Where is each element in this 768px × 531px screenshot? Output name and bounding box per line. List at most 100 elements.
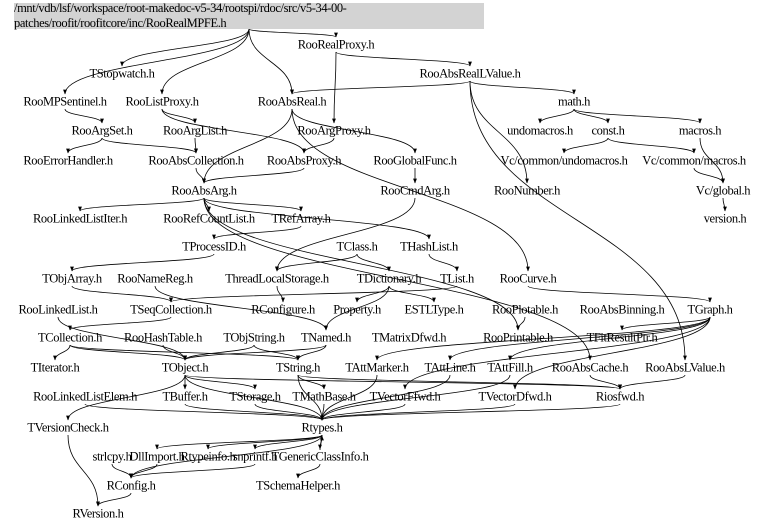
node-rtypeinfo[interactable]: Rtypeinfo.h: [180, 449, 236, 464]
node-macros[interactable]: macros.h: [678, 123, 722, 138]
root-file-node[interactable]: /mnt/vdb/lsf/workspace/root-makedoc-v5-3…: [14, 1, 484, 30]
node-roo-abs-real[interactable]: RooAbsReal.h: [257, 94, 327, 109]
edge-tnamed-to-tstring: [296, 344, 327, 361]
node-roo-abs-binning[interactable]: RooAbsBinning.h: [579, 302, 665, 317]
edge-tgeneric-class-info-to-tschema-helper: [296, 463, 321, 479]
edge-tstring-to-rtypes: [297, 374, 324, 421]
node-roo-error-handler[interactable]: RooErrorHandler.h: [23, 153, 113, 168]
node-riosfwd[interactable]: Riosfwd.h: [595, 389, 645, 404]
node-tref-array[interactable]: TRefArray.h: [271, 211, 331, 226]
node-roo-number[interactable]: RooNumber.h: [493, 183, 561, 198]
node-rconfigure[interactable]: RConfigure.h: [251, 302, 315, 317]
node-tbuffer[interactable]: TBuffer.h: [162, 389, 208, 404]
node-roo-abs-cache[interactable]: RooAbsCache.h: [551, 360, 629, 375]
edge-roo-abs-arg-to-roo-abs-cache: [203, 197, 592, 361]
node-dll-import[interactable]: DllImport.h: [129, 449, 185, 464]
node-vc-global[interactable]: Vc/global.h: [695, 183, 751, 198]
node-thash-list[interactable]: THashList.h: [400, 239, 458, 254]
node-roo-curve[interactable]: RooCurve.h: [499, 271, 557, 286]
node-tgeneric-class-info[interactable]: TGenericClassInfo.h: [271, 449, 369, 464]
node-tatt-fill[interactable]: TAttFill.h: [487, 360, 533, 375]
node-strlcpy[interactable]: strlcpy.h: [92, 449, 132, 464]
node-property[interactable]: Property.h: [333, 302, 381, 317]
node-tmath-base[interactable]: TMathBase.h: [292, 389, 356, 404]
node-roo-printable[interactable]: RooPrintable.h: [483, 330, 553, 345]
node-roo-mpsentinel[interactable]: RooMPSentinel.h: [23, 94, 107, 109]
node-titerator[interactable]: TIterator.h: [30, 360, 80, 375]
node-estltype[interactable]: ESTLType.h: [404, 302, 464, 317]
edge-root-to-tstopwatch: [120, 28, 250, 67]
edge-roo-list-proxy-to-roo-abs-proxy: [161, 108, 306, 154]
node-tclass[interactable]: TClass.h: [336, 239, 378, 254]
node-tschema-helper[interactable]: TSchemaHelper.h: [256, 478, 340, 493]
node-roo-cmd-arg[interactable]: RooCmdArg.h: [380, 183, 450, 198]
node-roo-hash-table[interactable]: RooHashTable.h: [124, 330, 202, 345]
node-roo-arg-set[interactable]: RooArgSet.h: [71, 123, 133, 138]
node-tseq-collection[interactable]: TSeqCollection.h: [130, 302, 212, 317]
edge-tvector-ffwd-to-rtypes: [320, 403, 406, 421]
node-const[interactable]: const.h: [591, 123, 625, 138]
edge-roo-arg-list-to-roo-abs-collection: [194, 137, 198, 154]
node-tdictionary[interactable]: TDictionary.h: [356, 271, 422, 286]
edge-tobject-to-riosfwd: [184, 374, 622, 390]
node-vc-undomacros[interactable]: Vc/common/undomacros.h: [500, 153, 628, 168]
edge-tcollection-to-tstring: [69, 344, 300, 361]
edge-roo-mpsentinel-to-roo-arg-set: [64, 108, 104, 124]
node-rversion[interactable]: RVersion.h: [72, 506, 124, 521]
node-roo-linked-list-elem[interactable]: RooLinkedListElem.h: [33, 389, 137, 404]
node-roo-plotable[interactable]: RooPlotable.h: [492, 302, 558, 317]
node-roo-linked-list[interactable]: RooLinkedList.h: [18, 302, 98, 317]
edge-tdictionary-to-estltype: [388, 285, 436, 303]
node-math[interactable]: math.h: [558, 94, 590, 109]
node-roo-abs-collection[interactable]: RooAbsCollection.h: [148, 153, 244, 168]
node-roo-abs-arg[interactable]: RooAbsArg.h: [171, 183, 237, 198]
node-roo-name-reg[interactable]: RooNameReg.h: [117, 271, 193, 286]
node-tfit-result-ptr[interactable]: TFitResultPtr.h: [586, 330, 658, 345]
node-tatt-marker[interactable]: TAttMarker.h: [345, 360, 409, 375]
edge-root-to-roo-real-proxy: [248, 28, 338, 38]
node-tobj-string[interactable]: TObjString.h: [223, 330, 285, 345]
node-tnamed[interactable]: TNamed.h: [301, 330, 351, 345]
node-tstorage[interactable]: TStorage.h: [229, 389, 281, 404]
node-roo-arg-proxy[interactable]: RooArgProxy.h: [297, 123, 371, 138]
edge-tobj-array-to-tseq-collection: [71, 285, 173, 303]
node-snprintf[interactable]: snprintf.h: [232, 449, 278, 464]
node-tstring[interactable]: TString.h: [276, 360, 320, 375]
edge-vc-macros-to-vc-global: [693, 167, 725, 184]
node-roo-arg-list[interactable]: RooArgList.h: [162, 123, 228, 138]
node-tobj-array[interactable]: TObjArray.h: [42, 271, 102, 286]
node-tmatrix-dfwd[interactable]: TMatrixDfwd.h: [371, 330, 447, 345]
node-tgraph[interactable]: TGraph.h: [687, 302, 733, 317]
node-tlist[interactable]: TList.h: [440, 271, 474, 286]
node-roo-linked-list-iter[interactable]: RooLinkedListIter.h: [32, 211, 128, 226]
edge-tdictionary-to-property: [355, 285, 390, 303]
edge-roo-abs-cache-to-riosfwd: [589, 374, 622, 390]
node-tprocess-id[interactable]: TProcessID.h: [182, 239, 246, 254]
node-tvector-dfwd[interactable]: TVectorDfwd.h: [478, 389, 552, 404]
node-tstopwatch[interactable]: TStopwatch.h: [89, 66, 155, 81]
node-rconfig[interactable]: RConfig.h: [106, 478, 156, 493]
node-tcollection[interactable]: TCollection.h: [38, 330, 102, 345]
edge-tatt-fill-to-rtypes: [320, 374, 511, 421]
edge-tgraph-to-tvector-ffwd: [403, 316, 711, 390]
node-roo-abs-real-lvalue[interactable]: RooAbsRealLValue.h: [419, 66, 521, 81]
node-rtypes[interactable]: Rtypes.h: [301, 420, 343, 435]
node-roo-abs-lvalue[interactable]: RooAbsLValue.h: [645, 360, 725, 375]
node-roo-abs-proxy[interactable]: RooAbsProxy.h: [266, 153, 342, 168]
node-undomacros[interactable]: undomacros.h: [507, 123, 573, 138]
edge-tatt-line-to-rtypes: [320, 374, 451, 421]
node-version[interactable]: version.h: [703, 211, 747, 226]
node-tversion-check[interactable]: TVersionCheck.h: [27, 420, 109, 435]
node-tvector-ffwd[interactable]: TVectorFfwd.h: [369, 389, 441, 404]
edge-roo-cmd-arg-to-thread-local-storage: [275, 197, 416, 272]
node-thread-local-storage[interactable]: ThreadLocalStorage.h: [225, 271, 329, 286]
edge-roo-arg-set-to-roo-error-handler: [66, 137, 103, 154]
node-tatt-line[interactable]: TAttLine.h: [424, 360, 476, 375]
node-tobject[interactable]: TObject.h: [161, 360, 209, 375]
node-roo-list-proxy[interactable]: RooListProxy.h: [125, 94, 199, 109]
node-roo-global-func[interactable]: RooGlobalFunc.h: [373, 153, 457, 168]
node-vc-macros[interactable]: Vc/common/macros.h: [642, 153, 746, 168]
node-roo-ref-count-list[interactable]: RooRefCountList.h: [163, 211, 255, 226]
node-roo-real-proxy[interactable]: RooRealProxy.h: [297, 37, 375, 52]
